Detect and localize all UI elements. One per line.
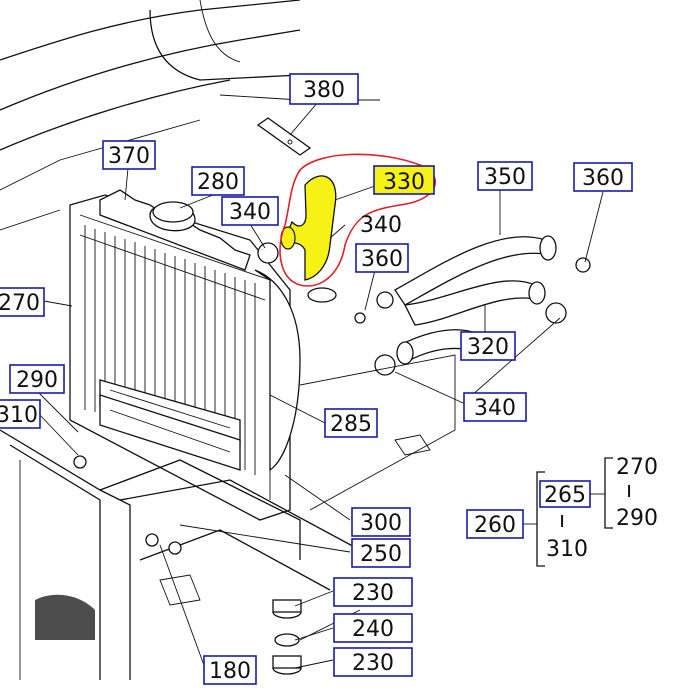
callout-label: 230 bbox=[352, 581, 394, 606]
callout-label: 270 bbox=[0, 291, 40, 316]
callout-340-top-left[interactable]: 340 bbox=[221, 196, 279, 226]
callout-250[interactable]: 250 bbox=[351, 538, 411, 568]
callout-230-top[interactable]: 230 bbox=[333, 577, 413, 607]
callout-label: 250 bbox=[360, 542, 402, 567]
group-item-bottom-left: 310 bbox=[546, 537, 588, 562]
callout-label: 350 bbox=[484, 165, 526, 190]
callout-label: 320 bbox=[467, 335, 509, 360]
callout-label: 265 bbox=[544, 483, 586, 508]
callout-label: 330 bbox=[383, 170, 425, 195]
callout-280[interactable]: 280 bbox=[191, 166, 245, 196]
callout-330[interactable]: 330 bbox=[373, 165, 435, 195]
callout-label: 260 bbox=[474, 513, 516, 538]
callout-label: 300 bbox=[360, 511, 402, 536]
callout-180[interactable]: 180 bbox=[203, 655, 257, 685]
hose-330 bbox=[280, 175, 337, 281]
assembly-group-legend: 265 260 270 ı 290 ı 310 bbox=[466, 455, 658, 567]
callout-label: 230 bbox=[352, 651, 394, 676]
callout-360-middle[interactable]: 360 bbox=[355, 243, 409, 273]
callout-label: 285 bbox=[330, 412, 372, 437]
callout-340-bottom[interactable]: 340 bbox=[463, 392, 527, 422]
callout-label: 340 bbox=[360, 213, 402, 238]
group-item-top: 270 bbox=[616, 455, 658, 480]
callout-350[interactable]: 350 bbox=[477, 161, 533, 191]
callout-label: 360 bbox=[361, 247, 403, 272]
callout-label: 290 bbox=[16, 368, 58, 393]
callout-285[interactable]: 285 bbox=[324, 408, 378, 438]
group-separator-top: ı bbox=[626, 478, 632, 503]
callout-290-left[interactable]: 290 bbox=[9, 364, 65, 394]
callout-label: 370 bbox=[108, 144, 150, 169]
group-item-bottom-right: 290 bbox=[616, 506, 658, 531]
callout-label: 280 bbox=[197, 170, 239, 195]
callout-370[interactable]: 370 bbox=[102, 140, 156, 170]
callout-label: 380 bbox=[303, 78, 345, 103]
group-separator-mid: ı bbox=[559, 508, 565, 533]
callout-label: 180 bbox=[209, 659, 251, 684]
bonnet-outline bbox=[0, 0, 380, 231]
bracket-380 bbox=[256, 117, 312, 156]
callout-260[interactable]: 260 bbox=[466, 509, 524, 539]
hose-assembly bbox=[354, 235, 591, 376]
callout-265[interactable]: 265 bbox=[539, 480, 591, 508]
callout-320[interactable]: 320 bbox=[460, 331, 516, 361]
callout-240[interactable]: 240 bbox=[333, 613, 413, 643]
callout-380[interactable]: 380 bbox=[289, 73, 359, 105]
callout-310-left[interactable]: 310 bbox=[0, 399, 41, 429]
callout-label: 240 bbox=[352, 617, 394, 642]
callout-label: 310 bbox=[0, 403, 38, 428]
callout-360-right[interactable]: 360 bbox=[573, 162, 633, 192]
callout-label: 360 bbox=[582, 166, 624, 191]
callout-270[interactable]: 270 bbox=[0, 287, 45, 317]
callout-340-top-right[interactable]: 340 bbox=[360, 213, 402, 238]
callout-230-bottom[interactable]: 230 bbox=[333, 647, 413, 677]
callout-label: 340 bbox=[229, 200, 271, 225]
red-annotation-loop bbox=[279, 153, 437, 287]
callout-label: 340 bbox=[474, 396, 516, 421]
radiator bbox=[69, 189, 301, 521]
clamps bbox=[257, 242, 337, 303]
lower-frame bbox=[0, 354, 456, 680]
callout-300[interactable]: 300 bbox=[351, 507, 411, 537]
mounts bbox=[73, 455, 302, 675]
